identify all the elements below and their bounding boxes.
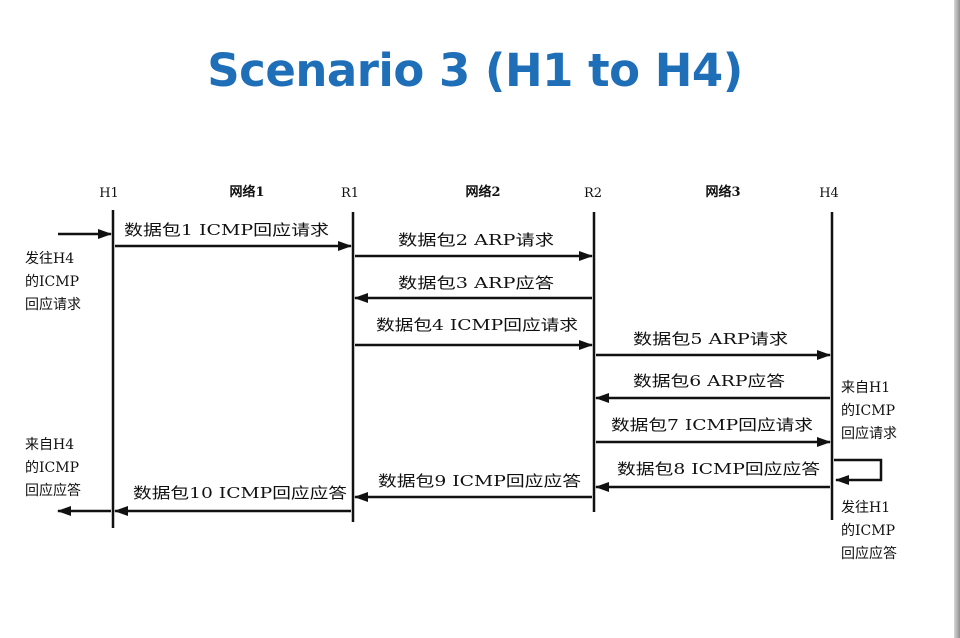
header-network-3: 网络3 bbox=[705, 184, 740, 200]
svg-text:的ICMP: 的ICMP bbox=[841, 523, 895, 539]
header-h1: H1 bbox=[99, 186, 119, 201]
header-network-2: 网络2 bbox=[465, 184, 500, 200]
arrow-loopback-h4 bbox=[834, 458, 883, 485]
header-h4: H4 bbox=[819, 186, 839, 201]
header-network-1: 网络1 bbox=[229, 184, 264, 200]
svg-text:来自H1: 来自H1 bbox=[841, 380, 890, 396]
label-packet-8: 数据包8 ICMP回应应答 bbox=[617, 460, 820, 478]
message-arrows bbox=[57, 229, 883, 516]
svg-text:的ICMP: 的ICMP bbox=[841, 403, 895, 419]
note-h4-send: 发往H1 的ICMP 回应应答 bbox=[841, 500, 897, 562]
label-packet-2: 数据包2 ARP请求 bbox=[398, 231, 554, 249]
label-packet-4: 数据包4 ICMP回应请求 bbox=[376, 316, 578, 334]
svg-text:发往H4: 发往H4 bbox=[25, 251, 74, 267]
svg-text:回应请求: 回应请求 bbox=[25, 296, 81, 313]
label-packet-6: 数据包6 ARP应答 bbox=[633, 372, 785, 390]
slide-title: Scenario 3 (H1 to H4) bbox=[207, 44, 743, 97]
svg-text:发往H1: 发往H1 bbox=[841, 500, 890, 516]
label-packet-3: 数据包3 ARP应答 bbox=[398, 274, 554, 292]
label-packet-7: 数据包7 ICMP回应请求 bbox=[611, 416, 813, 434]
note-h4-receive: 来自H1 的ICMP 回应请求 bbox=[841, 380, 897, 442]
label-packet-10: 数据包10 ICMP回应应答 bbox=[133, 484, 347, 502]
svg-text:的ICMP: 的ICMP bbox=[25, 274, 79, 290]
svg-text:回应应答: 回应应答 bbox=[841, 545, 897, 562]
note-h1-send: 发往H4 的ICMP 回应请求 bbox=[25, 251, 81, 313]
header-r2: R2 bbox=[584, 186, 602, 201]
label-packet-1: 数据包1 ICMP回应请求 bbox=[124, 221, 329, 239]
svg-text:来自H4: 来自H4 bbox=[25, 437, 74, 453]
label-packet-9: 数据包9 ICMP回应应答 bbox=[378, 472, 581, 490]
slide-right-border bbox=[954, 0, 960, 638]
svg-text:回应应答: 回应应答 bbox=[25, 482, 81, 499]
svg-text:回应请求: 回应请求 bbox=[841, 425, 897, 442]
lifelines bbox=[111, 210, 834, 528]
header-r1: R1 bbox=[341, 186, 359, 201]
note-h1-receive: 来自H4 的ICMP 回应应答 bbox=[25, 437, 81, 499]
label-packet-5: 数据包5 ARP请求 bbox=[633, 330, 788, 348]
svg-text:的ICMP: 的ICMP bbox=[25, 460, 79, 476]
